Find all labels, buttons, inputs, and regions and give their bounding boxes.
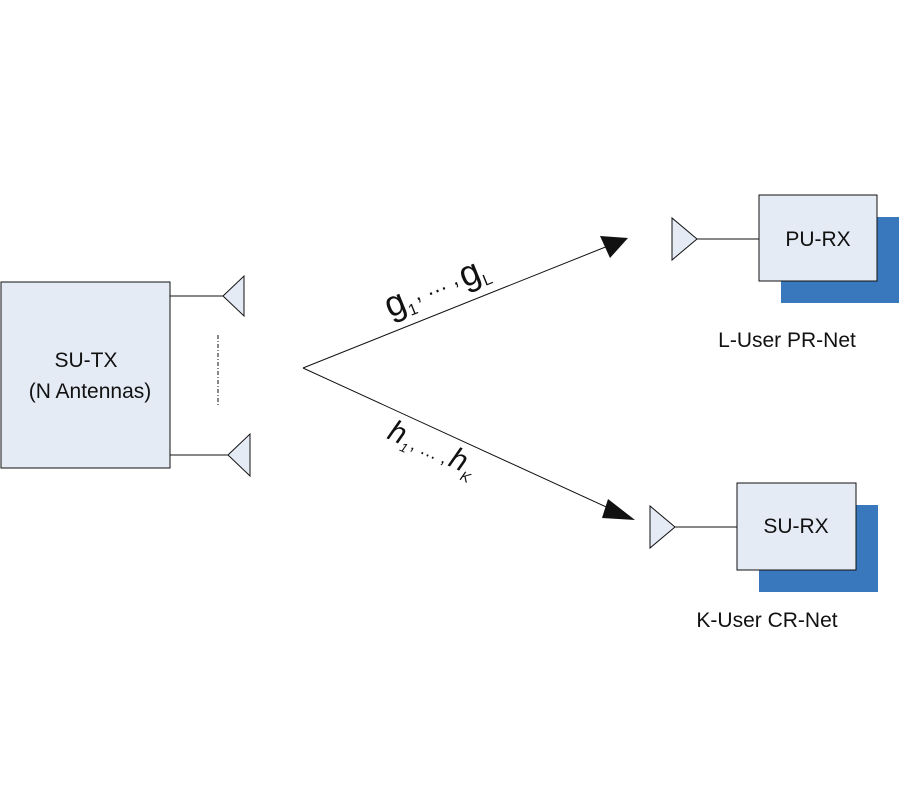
su-rx-box: [736, 482, 857, 571]
su-tx-block: SU-TX (N Antennas): [0, 281, 171, 469]
tx-antenna-bottom: [170, 432, 251, 478]
channel-label-h: h1, … ,hK: [382, 414, 483, 486]
su-rx-label: SU-RX: [763, 515, 828, 538]
su-rx-block: SU-RX K-User CR-Net: [649, 482, 878, 632]
h-separator: , … ,: [408, 434, 451, 468]
svg-text:h1, … ,hK: h1, … ,hK: [382, 414, 483, 486]
channel-arrow-line: [302, 245, 609, 369]
su-tx-box: [0, 281, 171, 469]
g-separator: , … ,: [409, 265, 461, 306]
link-to-primary: [302, 236, 628, 369]
antenna-icon: [222, 274, 245, 318]
su-tx-label: SU-TX: [55, 349, 118, 372]
pu-rx-label: PU-RX: [785, 228, 850, 251]
primary-network-caption: L-User PR-Net: [718, 329, 856, 352]
g-first: g: [378, 280, 412, 326]
link-to-secondary: [302, 367, 635, 520]
pu-rx-box: [758, 194, 878, 282]
antenna-icon: [227, 432, 251, 478]
arrowhead-icon: [602, 499, 635, 520]
su-tx-sublabel: (N Antennas): [29, 380, 152, 403]
secondary-network-caption: K-User CR-Net: [696, 609, 837, 632]
antenna-icon: [649, 504, 676, 550]
channel-arrow-line: [302, 367, 616, 512]
arrowhead-icon: [600, 236, 628, 258]
antenna-icon: [671, 216, 698, 262]
tx-antenna-top: [170, 274, 245, 318]
pu-rx-block: PU-RX L-User PR-Net: [671, 194, 899, 352]
